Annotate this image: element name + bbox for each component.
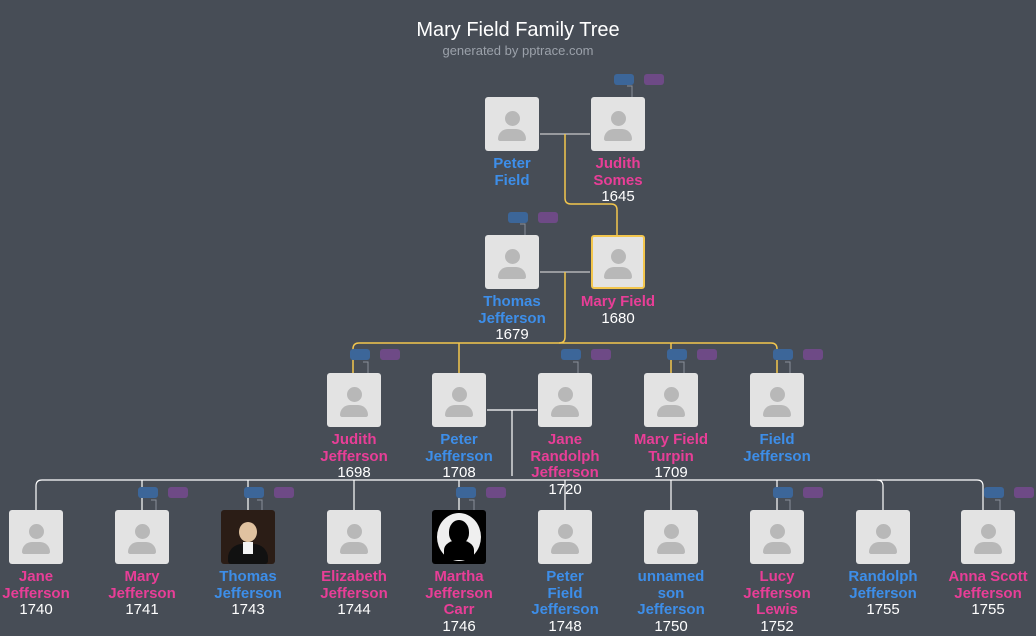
person-year: 1748 bbox=[548, 617, 582, 635]
person-year: 1755 bbox=[971, 601, 1005, 618]
tag-icon[interactable] bbox=[697, 349, 717, 360]
tag-icon[interactable] bbox=[561, 349, 581, 360]
person-year: 1755 bbox=[866, 601, 900, 618]
avatar-placeholder-icon bbox=[591, 97, 645, 151]
person-year: 1708 bbox=[442, 464, 476, 481]
tag-icon[interactable] bbox=[138, 487, 158, 498]
avatar-placeholder-icon bbox=[9, 510, 63, 564]
tag-icon[interactable] bbox=[773, 487, 793, 498]
tag-icon[interactable] bbox=[984, 487, 1004, 498]
avatar-placeholder-icon bbox=[432, 373, 486, 427]
tag-icon[interactable] bbox=[667, 349, 687, 360]
person-year: 1645 bbox=[601, 188, 635, 205]
person-year: 1752 bbox=[760, 617, 794, 635]
person-year: 1741 bbox=[125, 601, 159, 618]
tag-icon[interactable] bbox=[350, 349, 370, 360]
person-year: 1720 bbox=[548, 480, 582, 498]
person-year: 1740 bbox=[19, 601, 53, 618]
person-year: 1750 bbox=[654, 617, 688, 635]
avatar-placeholder-icon bbox=[961, 510, 1015, 564]
tag-icon[interactable] bbox=[486, 487, 506, 498]
person-year: 1698 bbox=[337, 464, 371, 481]
portrait-photo bbox=[221, 510, 275, 564]
avatar-placeholder-icon bbox=[485, 235, 539, 289]
tag-icon[interactable] bbox=[644, 74, 664, 85]
person-card-selected[interactable]: Mary Field 1680 bbox=[558, 235, 678, 327]
page-subtitle: generated by pptrace.com bbox=[442, 43, 594, 58]
person-name: Mary Field bbox=[580, 293, 656, 310]
avatar-placeholder-icon bbox=[538, 373, 592, 427]
person-year: 1743 bbox=[231, 601, 265, 618]
tag-icon[interactable] bbox=[591, 349, 611, 360]
tag-icon[interactable] bbox=[168, 487, 188, 498]
avatar-placeholder-icon bbox=[591, 235, 645, 289]
silhouette-photo bbox=[432, 510, 486, 564]
avatar-placeholder-icon bbox=[750, 510, 804, 564]
tag-icon[interactable] bbox=[803, 349, 823, 360]
page-title: Mary Field Family Tree bbox=[416, 19, 620, 41]
tag-icon[interactable] bbox=[244, 487, 264, 498]
tag-icon[interactable] bbox=[508, 212, 528, 223]
tag-icon[interactable] bbox=[773, 349, 793, 360]
avatar-placeholder-icon bbox=[538, 510, 592, 564]
avatar-placeholder-icon bbox=[485, 97, 539, 151]
person-year: 1679 bbox=[495, 326, 529, 343]
person-year: 1746 bbox=[442, 617, 476, 635]
tag-icon[interactable] bbox=[538, 212, 558, 223]
tag-icon[interactable] bbox=[274, 487, 294, 498]
avatar-placeholder-icon bbox=[115, 510, 169, 564]
avatar-placeholder-icon bbox=[644, 510, 698, 564]
avatar-placeholder-icon bbox=[856, 510, 910, 564]
avatar-placeholder-icon bbox=[644, 373, 698, 427]
tag-icon[interactable] bbox=[380, 349, 400, 360]
person-year: 1744 bbox=[337, 601, 371, 618]
tag-icon[interactable] bbox=[614, 74, 634, 85]
tag-icon[interactable] bbox=[1014, 487, 1034, 498]
avatar-placeholder-icon bbox=[327, 510, 381, 564]
tag-icon[interactable] bbox=[456, 487, 476, 498]
tag-icon[interactable] bbox=[803, 487, 823, 498]
avatar-placeholder-icon bbox=[750, 373, 804, 427]
avatar-placeholder-icon bbox=[327, 373, 381, 427]
person-year: 1680 bbox=[601, 309, 635, 327]
person-year: 1709 bbox=[654, 464, 688, 481]
